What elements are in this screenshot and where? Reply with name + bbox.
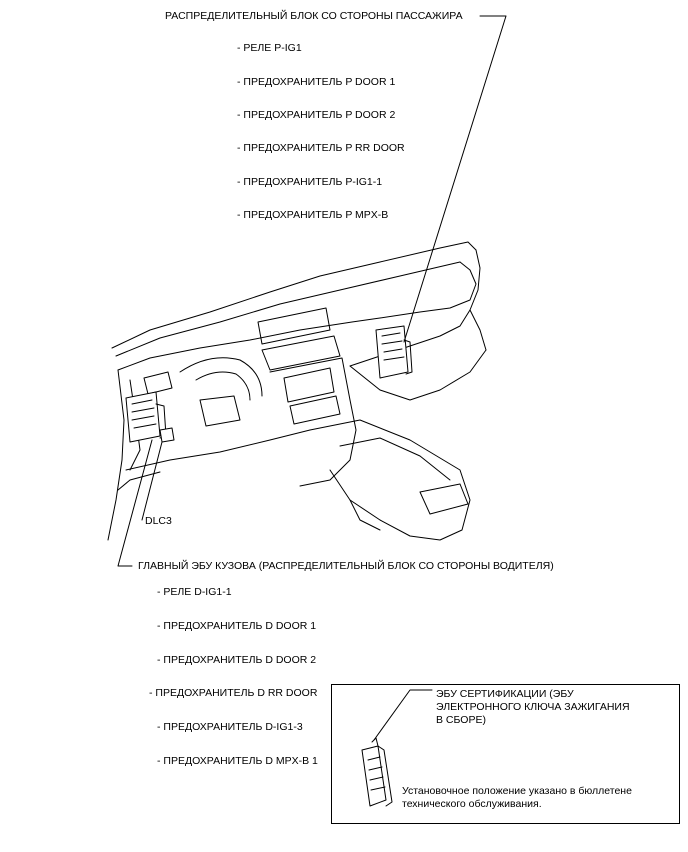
driver-block-item: - ПРЕДОХРАНИТЕЛЬ D RR DOOR: [149, 687, 318, 699]
inset-note: Установочное положение указано в бюллете…: [402, 785, 632, 810]
leader-passenger-block: [403, 15, 507, 343]
dashboard-upper-edge: [115, 261, 461, 357]
driver-block-item: - ПРЕДОХРАНИТЕЛЬ D DOOR 2: [157, 654, 317, 666]
driver-body-ecu-icon: [125, 391, 167, 443]
driver-block-title: ГЛАВНЫЙ ЭБУ КУЗОВА (РАСПРЕДЕЛИТЕЛЬНЫЙ БЛ…: [138, 560, 554, 572]
passenger-block-item: - ПРЕДОХРАНИТЕЛЬ P MPX-B: [237, 209, 389, 221]
left-vent: [143, 371, 173, 395]
passenger-block-item: - ПРЕДОХРАНИТЕЛЬ P-IG1-1: [237, 176, 383, 188]
leader-driver-block: [117, 439, 153, 567]
leader-dlc3: [141, 441, 163, 521]
passenger-block-title: РАСПРЕДЕЛИТЕЛЬНЫЙ БЛОК СО СТОРОНЫ ПАССАЖ…: [165, 10, 463, 22]
steering-area: [199, 395, 241, 427]
instrument-cluster: [179, 357, 263, 397]
leader-inset-ecu: [373, 689, 433, 741]
driver-block-item: - ПРЕДОХРАНИТЕЛЬ D MPX-B 1: [157, 755, 318, 767]
left-door-edge: [107, 369, 125, 541]
dlc3-connector-icon: [159, 427, 175, 443]
passenger-block-item: - РЕЛЕ P-IG1: [237, 42, 302, 54]
driver-block-item: - ПРЕДОХРАНИТЕЛЬ D DOOR 1: [157, 620, 317, 632]
armrest: [309, 419, 471, 541]
driver-block-item: - ПРЕДОХРАНИТЕЛЬ D-IG1-3: [157, 721, 303, 733]
inset-title: ЭБУ СЕРТИФИКАЦИИ (ЭБУ ЭЛЕКТРОННОГО КЛЮЧА…: [436, 688, 630, 726]
passenger-block-item: - ПРЕДОХРАНИТЕЛЬ P DOOR 2: [237, 109, 396, 121]
driver-block-item: - РЕЛЕ D-IG1-1: [157, 586, 232, 598]
passenger-block-item: - ПРЕДОХРАНИТЕЛЬ P DOOR 1: [237, 76, 396, 88]
smart-key-ecu-icon: [361, 737, 393, 807]
dashboard-surface: [117, 261, 477, 371]
passenger-block-item: - ПРЕДОХРАНИТЕЛЬ P RR DOOR: [237, 142, 405, 154]
passenger-junction-block-icon: [375, 325, 413, 379]
center-console: [269, 357, 357, 487]
dashboard-top-outline: [111, 241, 477, 349]
inset-box: [331, 684, 680, 824]
center-display: [257, 307, 331, 345]
dlc3-label: DLC3: [145, 515, 172, 527]
